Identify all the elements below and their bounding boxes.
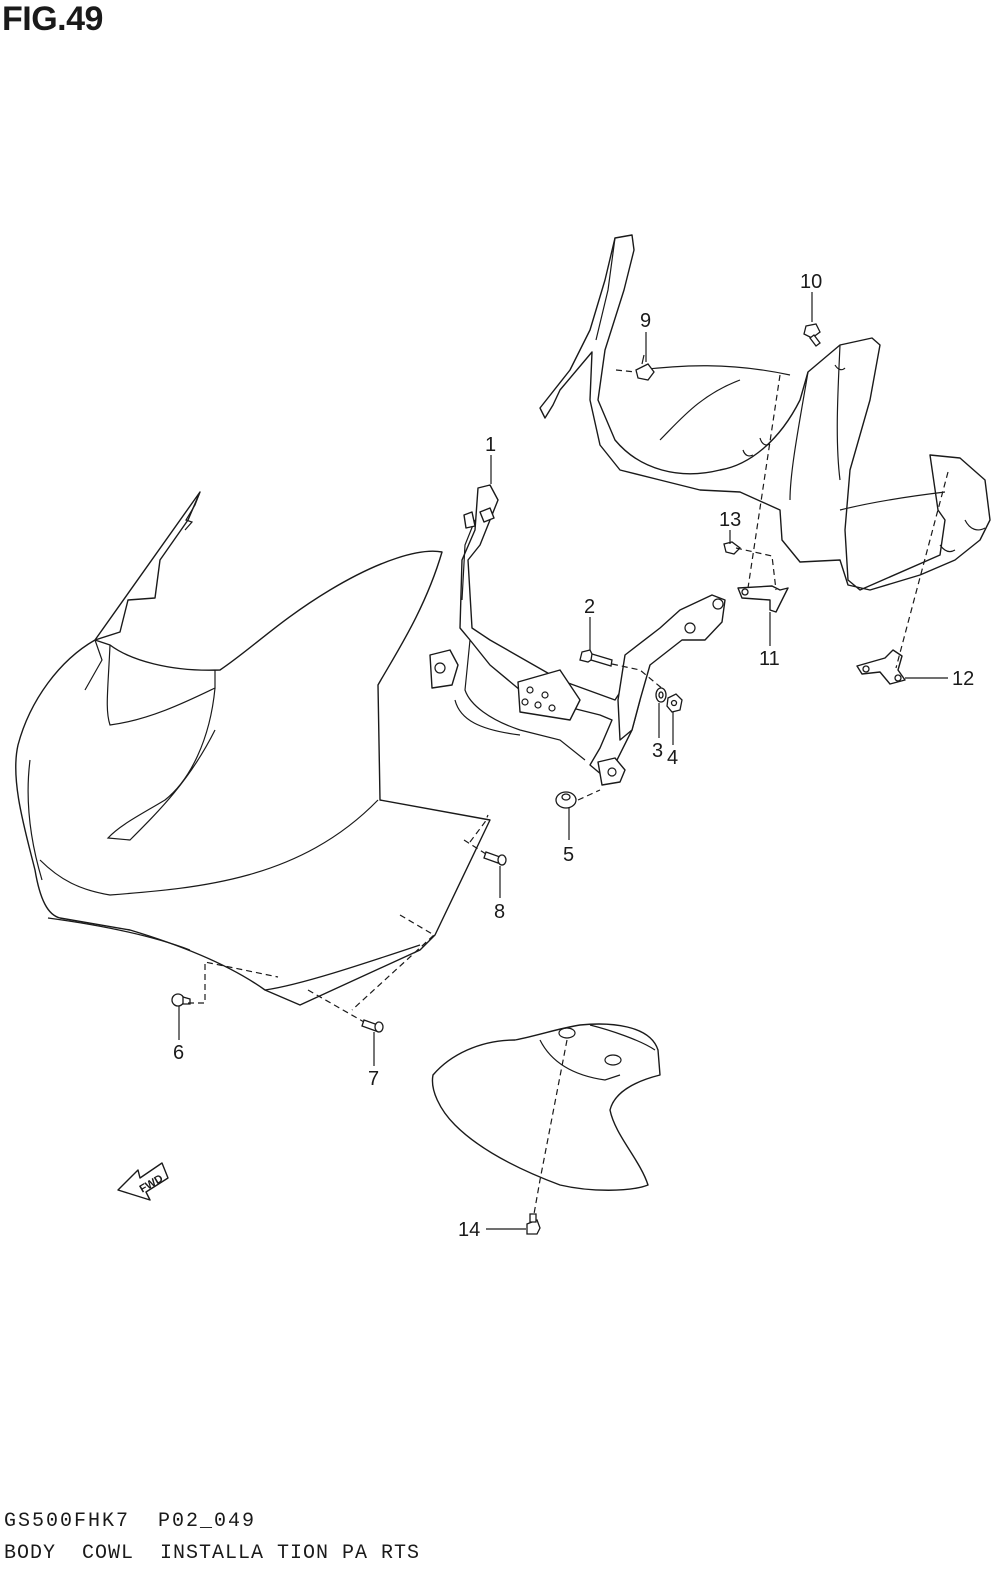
fwd-direction-arrow: FWD: [117, 1162, 169, 1201]
callout-1: 1: [485, 434, 496, 456]
bolt-2: [579, 649, 613, 667]
clip-6: [171, 993, 191, 1007]
screw-13: [723, 541, 741, 555]
exploded-parts-diagram: FWD: [15, 234, 991, 1241]
callout-3: 3: [652, 740, 663, 762]
cushion-5: [555, 791, 577, 809]
callout-11: 11: [759, 648, 780, 670]
callout-6: 6: [173, 1042, 184, 1064]
figure-description: BODY COWL INSTALLA TION PA RTS: [4, 1542, 421, 1565]
callout-12: 12: [952, 668, 974, 690]
callout-numbers: 1 2 3 4 5 6 7 8 9 10 11 12 13 14: [173, 271, 974, 1241]
nut-4: [666, 693, 683, 713]
screw-8: [483, 851, 507, 866]
callout-7: 7: [368, 1068, 379, 1090]
assembly-lines: [188, 369, 949, 1215]
leader-lines: [178, 292, 948, 1230]
callout-8: 8: [494, 901, 505, 923]
callout-4: 4: [667, 747, 678, 769]
callout-10: 10: [800, 271, 822, 293]
callout-13: 13: [719, 509, 741, 531]
bracket-11: [737, 585, 789, 613]
screw-10: [803, 323, 821, 347]
screw-14: [526, 1213, 541, 1235]
callout-2: 2: [584, 596, 595, 618]
inner-cowl-panel: [539, 234, 991, 591]
front-body-cowl: [15, 491, 491, 1006]
model-code-caption: GS500FHK7 P02_049: [4, 1510, 257, 1533]
figure-title: FIG.49: [2, 0, 103, 38]
bracket-12: [856, 649, 906, 685]
callout-9: 9: [640, 310, 651, 332]
washer-3: [655, 687, 667, 703]
under-cowl: [431, 1023, 661, 1191]
cowl-brace: [429, 484, 726, 786]
clip-9: [635, 354, 655, 381]
callout-14: 14: [458, 1219, 480, 1241]
screw-7: [361, 1019, 384, 1033]
callout-5: 5: [563, 844, 574, 866]
